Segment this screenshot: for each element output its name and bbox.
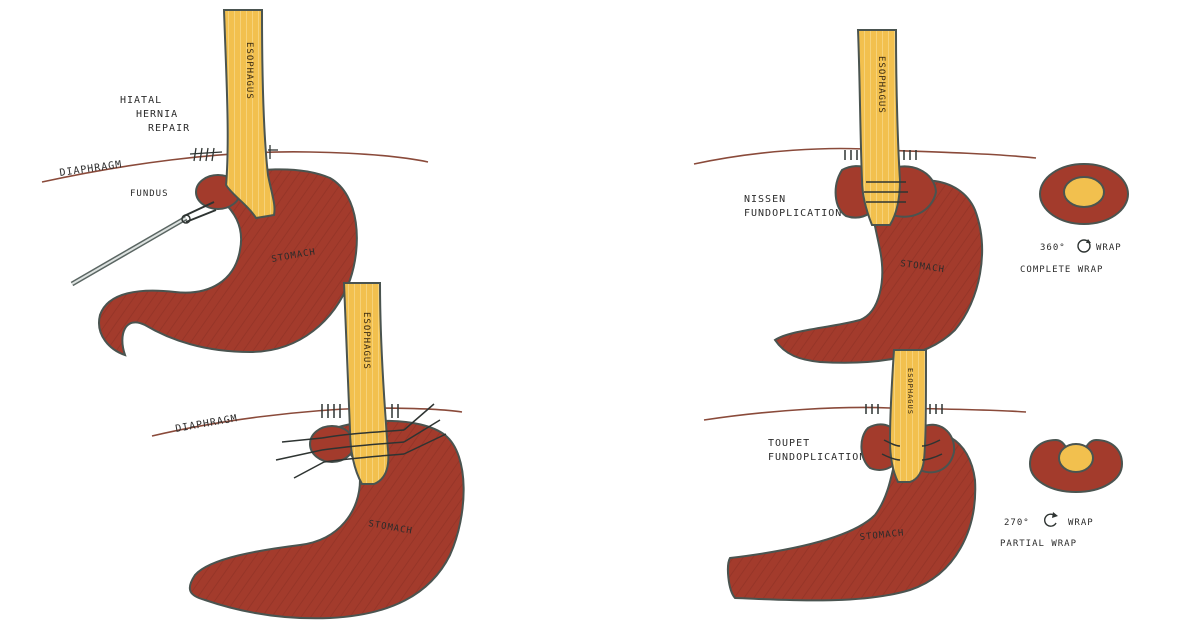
nissen-sutures: [844, 150, 917, 203]
fundus-wrap-2: [309, 425, 355, 463]
nissen-wrap-label: WRAP: [1096, 243, 1122, 253]
stomach-shape-3: [773, 179, 984, 364]
panel-repair-sutures: DIAPHRAGM ESOPHAGUS STOMACH: [151, 282, 465, 620]
nissen-label-1: NISSEN: [744, 194, 786, 205]
rotate-arrow-icon: [1044, 512, 1058, 527]
esophagus-label-2: ESOPHAGUS: [361, 312, 371, 370]
toupet-degrees: 270°: [1004, 518, 1030, 528]
esophagus-tube: [222, 9, 276, 220]
panel-toupet: TOUPET FUNDOPLICATION ESOPHAGUS STOMACH …: [703, 349, 1124, 602]
nissen-degrees: 360°: [1040, 243, 1066, 253]
esophagus-label-1: ESOPHAGUS: [244, 42, 254, 100]
panel-hiatal-hernia: HIATAL HERNIA REPAIR DIAPHRAGM FUNDUS ES…: [41, 9, 429, 357]
nissen-caption: COMPLETE WRAP: [1020, 265, 1103, 275]
title-line-1: HIATAL: [120, 95, 162, 106]
stomach-shape: [98, 168, 358, 357]
wrap-sutures: [275, 403, 447, 479]
title-line-3: REPAIR: [148, 123, 190, 134]
diaphragm-sutures: [189, 145, 278, 162]
panel-nissen: NISSEN FUNDOPLICATION ESOPHAGUS STOMACH …: [693, 29, 1129, 364]
esophagus-tube-4: [888, 349, 928, 483]
nissen-cross-section: [1039, 163, 1129, 225]
nissen-label-2: FUNDOPLICATION: [744, 208, 842, 219]
toupet-wrap-label: WRAP: [1068, 518, 1094, 528]
stomach-label-4: STOMACH: [859, 528, 905, 543]
rotate-arrow-icon: [1077, 239, 1091, 253]
fundus-label: FUNDUS: [130, 189, 169, 199]
diaphragm-label-2: DIAPHRAGM: [175, 413, 239, 435]
diaphragm-line-4: [703, 406, 1027, 421]
toupet-label-2: FUNDOPLICATION: [768, 452, 866, 463]
title-line-2: HERNIA: [136, 109, 178, 120]
esophagus-label-4: ESOPHAGUS: [906, 368, 914, 415]
diaphragm-label: DIAPHRAGM: [59, 159, 123, 179]
toupet-caption: PARTIAL WRAP: [1000, 539, 1077, 549]
toupet-cross-section: [1028, 438, 1124, 494]
esophagus-label-3: ESOPHAGUS: [876, 56, 886, 114]
diaphragm-line: [41, 151, 429, 183]
stomach-shape-2: [188, 419, 465, 620]
toupet-label-1: TOUPET: [768, 438, 810, 449]
toupet-sutures: [865, 404, 943, 461]
grasper-instrument: [70, 201, 217, 287]
esophagus-tube-3: [856, 29, 902, 226]
